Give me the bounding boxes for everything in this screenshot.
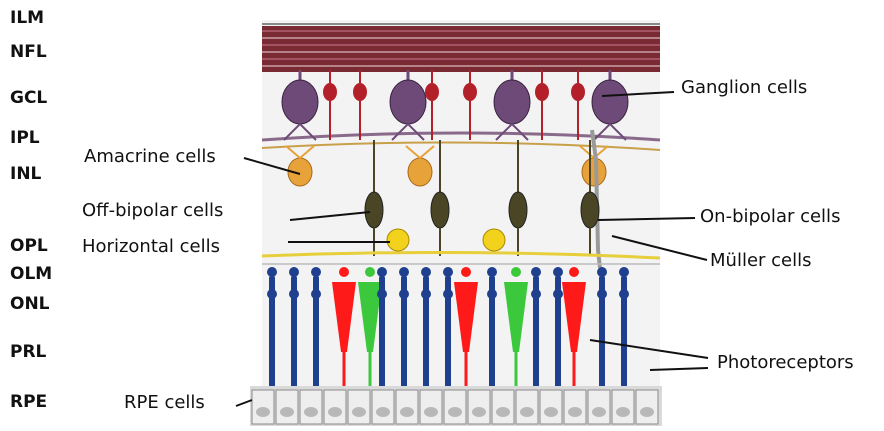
rpe-nucleus: [592, 407, 606, 417]
rpe-nucleus: [496, 407, 510, 417]
rpe-nucleus: [328, 407, 342, 417]
rpe-nucleus: [400, 407, 414, 417]
rpe-nucleus: [544, 407, 558, 417]
rpe-nucleus: [640, 407, 654, 417]
horizontal-cell: [483, 229, 505, 251]
midget-ganglion-cell: [571, 83, 585, 101]
amacrine-cell: [408, 158, 432, 186]
green-cone-nucleus: [365, 267, 375, 277]
rpe-nucleus: [568, 407, 582, 417]
ganglion-cell: [592, 80, 628, 124]
bipolar-cell: [365, 192, 383, 228]
bipolar-cell: [431, 192, 449, 228]
ganglion-cell: [282, 80, 318, 124]
midget-ganglion-cell: [323, 83, 337, 101]
red-cone-nucleus: [339, 267, 349, 277]
nerve-fiber-layer: [262, 26, 660, 72]
ganglion-cell: [494, 80, 530, 124]
midget-ganglion-cell: [535, 83, 549, 101]
red-cone-nucleus: [461, 267, 471, 277]
green-cone-nucleus: [511, 267, 521, 277]
rpe-nucleus: [352, 407, 366, 417]
rpe-nucleus: [304, 407, 318, 417]
rpe-nucleus: [424, 407, 438, 417]
rpe-nucleus: [376, 407, 390, 417]
amacrine-cell: [582, 158, 606, 186]
ganglion-cell: [390, 80, 426, 124]
rpe-nucleus: [472, 407, 486, 417]
red-cone-nucleus: [569, 267, 579, 277]
bipolar-cell: [509, 192, 527, 228]
rpe-nucleus: [256, 407, 270, 417]
bipolar-cell: [581, 192, 599, 228]
midget-ganglion-cell: [353, 83, 367, 101]
rpe-nucleus: [616, 407, 630, 417]
rpe-nucleus: [520, 407, 534, 417]
midget-ganglion-cell: [425, 83, 439, 101]
midget-ganglion-cell: [463, 83, 477, 101]
rpe-nucleus: [448, 407, 462, 417]
horizontal-cell: [387, 229, 409, 251]
rpe-nucleus: [280, 407, 294, 417]
